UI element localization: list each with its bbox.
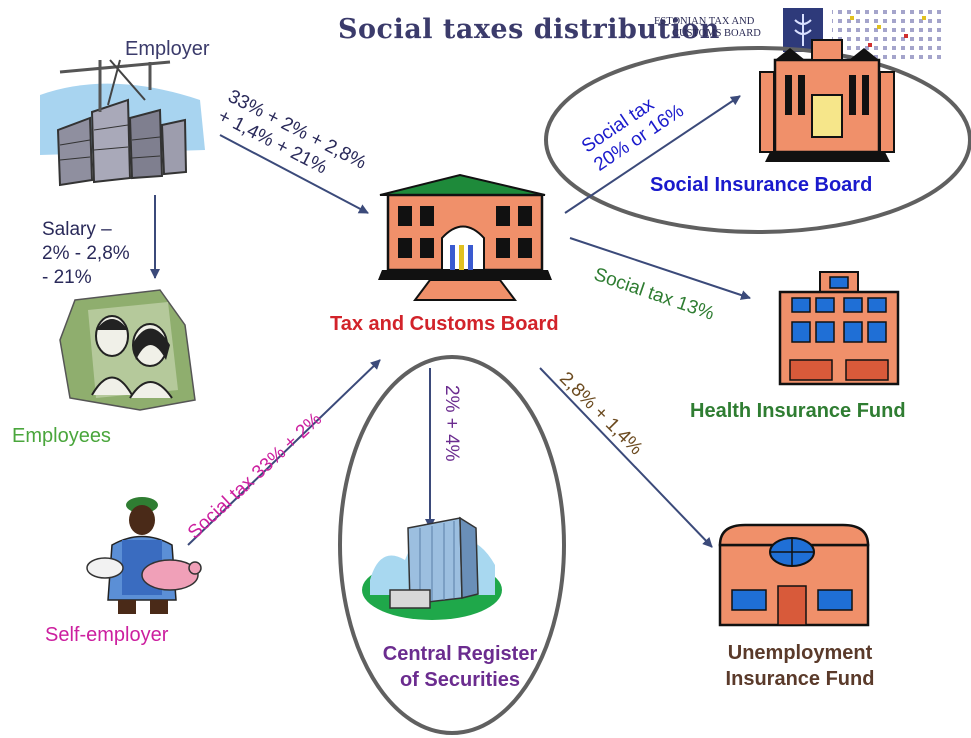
register-ellipse: [338, 355, 566, 735]
unemployment-fund-label: Unemployment Insurance Fund: [700, 640, 900, 692]
diagram-title: Social taxes distribution: [338, 14, 720, 45]
central-register-building-icon: [362, 516, 502, 620]
unemployment-fund-label-line1: Unemployment: [727, 642, 873, 664]
health-fund-label: Health Insurance Fund: [690, 400, 906, 422]
social-board-label: Social Insurance Board: [650, 174, 873, 196]
arrow-board-to-unemployment: [539, 367, 713, 548]
board-to-register-rate: 2% + 4%: [441, 385, 462, 462]
central-register-label-line2: of Securities: [399, 669, 521, 691]
arrow-employer-to-board: [219, 134, 369, 214]
employer-construction-icon: [40, 59, 205, 187]
tax-board-building-icon: [378, 173, 552, 301]
salary-deduction-line2: 2% - 2,8%: [42, 243, 130, 264]
salary-deduction-line1: Salary –: [42, 219, 112, 240]
tax-board-label: Tax and Customs Board: [330, 313, 559, 335]
arrow-board-to-social: [564, 95, 741, 214]
logo-dot-pattern: [832, 8, 944, 60]
unemployment-fund-label-line2: Insurance Fund: [725, 668, 875, 690]
self-employer-farmer-icon: [86, 497, 202, 614]
employees-picture-icon: [59, 289, 196, 411]
health-fund-building-icon: [778, 271, 900, 386]
employer-label: Employer: [125, 38, 210, 60]
salary-deduction-line3: - 21%: [42, 267, 92, 288]
logo-emblem: [783, 8, 823, 52]
logo-text-line2: CUSTOMS BOARD: [672, 28, 761, 39]
social-board-ellipse: [544, 46, 971, 234]
salary-deduction-label: Salary – 2% - 2,8% - 21%: [42, 218, 130, 290]
self-employer-label: Self-employer: [45, 624, 169, 646]
arrow-board-to-health: [569, 237, 751, 300]
logo-text-line1: ESTONIAN TAX AND: [654, 16, 755, 27]
unemployment-fund-building-icon: [718, 523, 870, 627]
arrow-selfemployer-to-board: [187, 359, 381, 546]
employees-label: Employees: [12, 425, 111, 447]
central-register-label: Central Register of Securities: [360, 641, 560, 693]
social-board-building-icon: [759, 39, 895, 162]
central-register-label-line1: Central Register: [382, 643, 538, 665]
